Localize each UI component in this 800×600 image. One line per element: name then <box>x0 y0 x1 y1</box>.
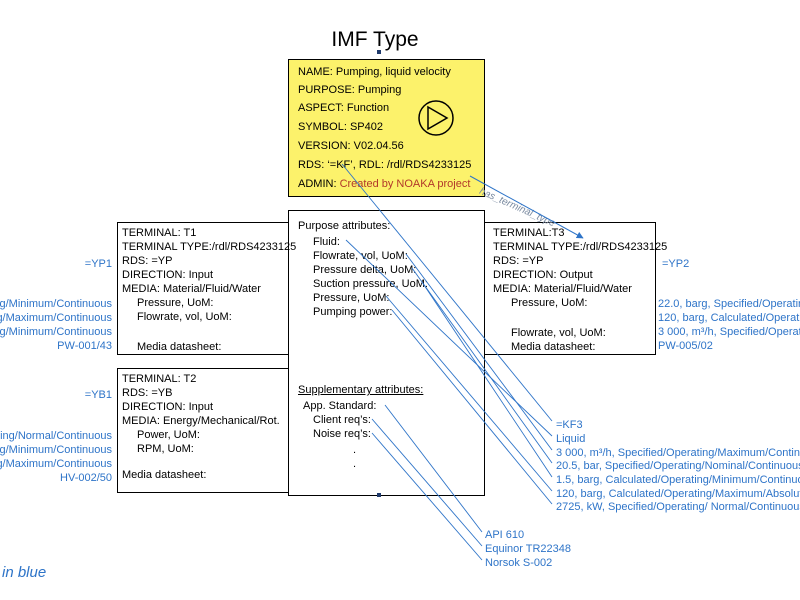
imf-rds: RDS: ‘=KF’, RDL: /rdl/RDS4233125 <box>298 159 472 171</box>
imf-aspect: ASPECT: Function <box>298 102 390 114</box>
t1-line: TERMINAL: T1 <box>122 227 197 239</box>
purpose-item: Pumping power: <box>313 306 393 318</box>
terminal-t3-box: TERMINAL:T3 TERMINAL TYPE:/rdl/RDS423312… <box>484 222 667 355</box>
t1-left-value: g/Minimum/Continuous <box>0 326 112 338</box>
imf-type-box: NAME: Pumping, liquid velocity PURPOSE: … <box>288 59 485 197</box>
t1-line: DIRECTION: Input <box>122 269 214 281</box>
t2-sub: RPM, UoM: <box>137 443 194 455</box>
supp-value: Equinor TR22348 <box>485 543 572 555</box>
page-title: IMF Type <box>331 28 419 51</box>
supplementary-attributes-header: Supplementary attributes: <box>298 384 424 396</box>
t1-left-value: g/Maximum/Continuous <box>0 312 112 324</box>
t1-line: MEDIA: Material/Fluid/Water <box>122 283 261 295</box>
t2-line: DIRECTION: Input <box>122 401 214 413</box>
t1-left-value: =YP1 <box>84 258 112 270</box>
imf-version: VERSION: V02.04.56 <box>298 140 404 152</box>
t2-line: MEDIA: Energy/Mechanical/Rot. <box>122 415 280 427</box>
supp-item: App. Standard: <box>303 400 377 412</box>
imf-name: NAME: Pumping, liquid velocity <box>298 66 451 78</box>
t1-sub: Flowrate, vol, UoM: <box>137 311 232 323</box>
t2-left-value: g/Minimum/Continuous <box>0 444 112 456</box>
purpose-value: 2725, kW, Specified/Operating/ Normal/Co… <box>556 501 800 513</box>
t2-left-value: =YB1 <box>84 389 112 401</box>
purpose-item: Pressure delta, UoM: <box>313 264 417 276</box>
t2-line: TERMINAL: T2 <box>122 373 197 385</box>
purpose-item: Fluid: <box>313 236 340 248</box>
supp-item: Client req’s: <box>313 414 371 426</box>
purpose-value: 20.5, bar, Specified/Operating/Nominal/C… <box>556 460 800 472</box>
supp-value: API 610 <box>485 529 525 541</box>
purpose-value: 120, barg, Calculated/Operating/Maximum/… <box>556 488 800 500</box>
purpose-item: Flowrate, vol, UoM: <box>313 250 408 262</box>
t2-datasheet: Media datasheet: <box>122 469 207 481</box>
connector-bottom-dot <box>377 493 381 497</box>
t3-right-value: PW-005/02 <box>658 340 713 352</box>
terminal-t2-box: TERMINAL: T2 RDS: =YB DIRECTION: Input M… <box>117 368 289 493</box>
terminal-t1-box: TERMINAL: T1 TERMINAL TYPE:/rdl/RDS42331… <box>117 222 296 355</box>
t3-line: TERMINAL TYPE:/rdl/RDS4233125 <box>493 241 668 253</box>
purpose-item: Suction pressure, UoM: <box>313 278 428 290</box>
t3-sub: Media datasheet: <box>511 341 596 353</box>
purpose-attributes-header: Purpose attributes: <box>298 220 391 232</box>
t1-datasheet: Media datasheet: <box>137 341 222 353</box>
supp-item: . <box>353 444 357 456</box>
t1-left-value: g/Minimum/Continuous <box>0 298 112 310</box>
imf-admin-label: ADMIN: <box>298 178 340 190</box>
imf-purpose: PURPOSE: Pumping <box>298 84 402 96</box>
imf-admin-value: Created by NOAKA project <box>339 178 471 190</box>
supp-item: . <box>353 458 357 470</box>
imf-symbol: SYMBOL: SP402 <box>298 121 383 133</box>
footer-note: in blue <box>2 564 47 581</box>
t1-line: TERMINAL TYPE:/rdl/RDS4233125 <box>122 241 297 253</box>
t3-line: MEDIA: Material/Fluid/Water <box>493 283 632 295</box>
t3-right-value: 3 000, m³/h, Specified/Operati <box>658 326 800 338</box>
purpose-item: Pressure, UoM: <box>313 292 390 304</box>
t2-left-value: HV-002/50 <box>60 472 112 484</box>
connector-top-dot <box>377 50 381 54</box>
supp-item: Noise req’s: <box>313 428 371 440</box>
t3-sub: Flowrate, vol, UoM: <box>511 327 606 339</box>
t1-line: RDS: =YP <box>122 255 173 267</box>
supp-value: Norsok S-002 <box>485 557 553 569</box>
purpose-attributes-box: Purpose attributes: Fluid: Flowrate, vol… <box>288 210 485 496</box>
t3-line: DIRECTION: Output <box>493 269 593 281</box>
t2-line: RDS: =YB <box>122 387 173 399</box>
purpose-value: =KF3 <box>556 419 583 431</box>
t3-line: RDS: =YP <box>493 255 544 267</box>
t2-left-value: ating/Normal/Continuous <box>0 430 112 442</box>
t3-sub: Pressure, UoM: <box>511 297 588 309</box>
t3-right-value: 120, barg, Calculated/Operatin <box>658 312 800 324</box>
purpose-value: 3 000, m³/h, Specified/Operating/Maximum… <box>556 447 800 459</box>
t1-sub: Pressure, UoM: <box>137 297 214 309</box>
t2-sub: Power, UoM: <box>137 429 200 441</box>
t2-left-value: g/Maximum/Continuous <box>0 458 112 470</box>
t3-line: TERMINAL:T3 <box>493 227 565 239</box>
imf-admin: ADMIN: Created by NOAKA project <box>298 177 470 191</box>
t3-right-value: 22.0, barg, Specified/Operating/ <box>658 298 800 310</box>
purpose-value: 1.5, barg, Calculated/Operating/Minimum/… <box>556 474 800 486</box>
purpose-value: Liquid <box>556 433 586 445</box>
t1-left-value: PW-001/43 <box>57 340 112 352</box>
t3-right-value: =YP2 <box>662 258 690 270</box>
pump-symbol-icon <box>418 100 454 136</box>
